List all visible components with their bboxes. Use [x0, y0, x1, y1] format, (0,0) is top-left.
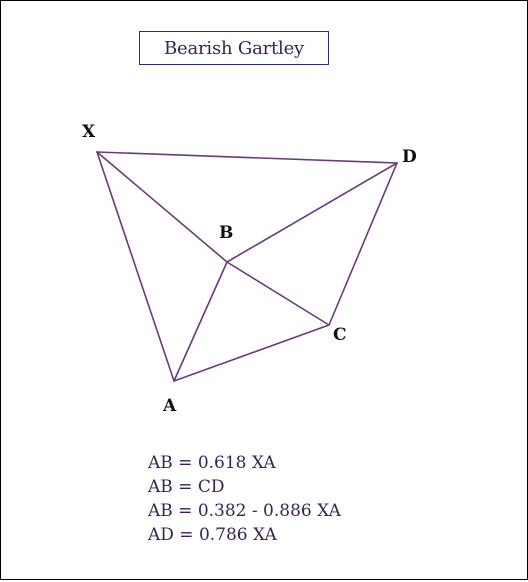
point-label-a: A: [162, 396, 177, 416]
point-label-b: B: [219, 223, 233, 243]
point-label-d: D: [402, 147, 417, 167]
line-bd: [226, 162, 398, 263]
diagram-title: Bearish Gartley: [139, 31, 329, 65]
leg-cd: [328, 162, 398, 326]
leg-bc: [226, 261, 330, 326]
leg-ab: [173, 261, 228, 382]
leg-xa: [96, 151, 175, 382]
rule-ab-cd: AB = CD: [148, 477, 225, 497]
rule-ab-xa: AB = 0.618 XA: [148, 453, 276, 473]
line-xd: [96, 151, 398, 164]
rule-ad-xa: AD = 0.786 XA: [148, 525, 277, 545]
line-xb: [96, 151, 228, 263]
point-label-x: X: [82, 122, 96, 142]
ratio-rules: AB = 0.618 XA AB = CD AB = 0.382 - 0.886…: [148, 451, 341, 547]
rule-ab-range: AB = 0.382 - 0.886 XA: [148, 501, 341, 521]
line-ac: [173, 324, 330, 382]
point-label-c: C: [333, 325, 347, 345]
